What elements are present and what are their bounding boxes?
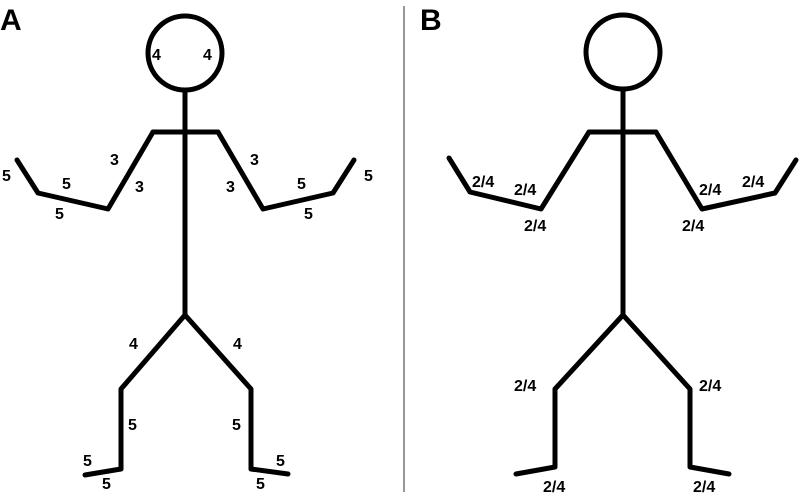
panel-b-figure xyxy=(446,12,799,477)
a-thigh-right-label: 4 xyxy=(233,336,242,353)
b-knee-right-label: 2/4 xyxy=(699,378,721,395)
b-foot-left-label: 2/4 xyxy=(543,479,565,496)
panel-a-right-leg xyxy=(182,312,291,477)
panel-b-labels: 2/4 2/4 2/4 2/4 2/4 2/4 2/4 2/4 2/4 2/4 xyxy=(472,174,764,496)
b-elbow-right-label: 2/4 xyxy=(682,218,704,235)
panel-b-right-leg xyxy=(620,312,732,477)
a-head-left-label: 4 xyxy=(152,47,161,64)
panel-b-letter: B xyxy=(420,4,442,37)
panel-a: A 4 4 3 3 3 3 5 5 5 5 5 5 4 4 5 5 xyxy=(0,4,373,493)
a-foot-right-top-label: 5 xyxy=(276,453,285,470)
panel-b-head xyxy=(583,12,663,92)
a-shin-left-label: 5 xyxy=(128,417,137,434)
a-forearm-left-bottom-label: 5 xyxy=(55,206,64,223)
b-foot-right-label: 2/4 xyxy=(693,479,715,496)
panel-b-left-arm xyxy=(446,129,592,212)
a-upper-arm-right-inner-label: 3 xyxy=(226,179,235,196)
a-upper-arm-right-outer-label: 3 xyxy=(250,152,259,169)
a-foot-left-bottom-label: 5 xyxy=(102,476,111,493)
b-knee-left-label: 2/4 xyxy=(514,378,536,395)
b-elbow-left-label: 2/4 xyxy=(524,218,546,235)
panel-a-figure xyxy=(14,13,357,478)
a-foot-right-bottom-label: 5 xyxy=(256,476,265,493)
a-hand-right-label: 5 xyxy=(364,168,373,185)
a-forearm-right-bottom-label: 5 xyxy=(304,206,313,223)
a-upper-arm-left-inner-label: 3 xyxy=(135,179,144,196)
panel-a-left-leg xyxy=(82,312,188,478)
a-foot-left-top-label: 5 xyxy=(83,453,92,470)
a-hand-left-label: 5 xyxy=(2,168,11,185)
panel-b-right-arm xyxy=(653,129,799,212)
a-upper-arm-left-outer-label: 3 xyxy=(110,152,119,169)
b-hand-right-label: 2/4 xyxy=(742,174,764,191)
a-head-right-label: 4 xyxy=(203,47,212,64)
b-forearm-left-label: 2/4 xyxy=(514,182,536,199)
panel-a-labels: 4 4 3 3 3 3 5 5 5 5 5 5 4 4 5 5 5 5 5 5 xyxy=(2,47,373,493)
a-thigh-left-label: 4 xyxy=(129,336,138,353)
panel-b: B 2/4 2/4 2/4 2/4 2/4 2/4 2/4 2/4 2/4 2/… xyxy=(420,4,799,496)
panel-a-left-arm xyxy=(14,129,156,212)
a-forearm-right-top-label: 5 xyxy=(297,176,306,193)
b-forearm-right-label: 2/4 xyxy=(699,182,721,199)
panel-a-right-arm xyxy=(215,129,357,212)
panel-a-letter: A xyxy=(0,4,22,37)
panel-b-left-leg xyxy=(513,312,626,477)
a-shin-right-label: 5 xyxy=(232,417,241,434)
a-forearm-left-top-label: 5 xyxy=(62,176,71,193)
b-hand-left-label: 2/4 xyxy=(472,174,494,191)
